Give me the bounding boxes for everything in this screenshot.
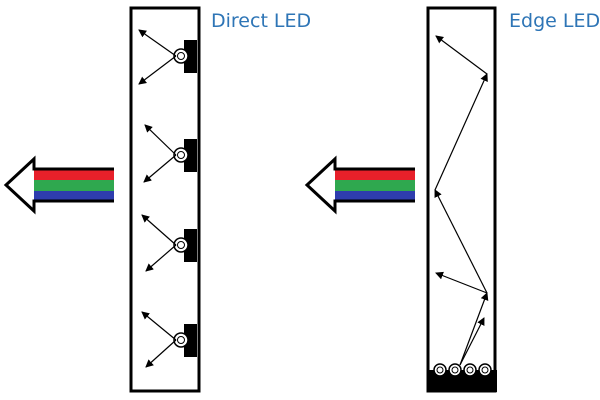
edge-led-strip xyxy=(427,370,497,392)
edge-blue-beam xyxy=(335,191,415,201)
direct-led-2-body xyxy=(184,139,197,172)
direct-led-1-ray-up xyxy=(138,29,177,57)
edge-led-title: Edge LED xyxy=(509,10,600,32)
edge-light-path xyxy=(434,35,489,366)
edge-output-arrow xyxy=(304,155,415,215)
direct-led-3-ray-down xyxy=(145,244,177,272)
edge-led-2-lens xyxy=(448,363,462,377)
edge-green-beam xyxy=(335,180,415,191)
direct-led-1-body xyxy=(184,40,197,73)
direct-led-2-lens xyxy=(173,147,189,163)
direct-led-4-lens xyxy=(173,332,189,348)
edge-ray-1 xyxy=(459,292,489,366)
edge-led-4 xyxy=(478,363,492,377)
edge-arrow-outline xyxy=(304,155,415,215)
direct-arrow-outline xyxy=(3,155,114,215)
edge-led-3 xyxy=(463,363,477,377)
edge-leds xyxy=(427,363,497,392)
direct-leds xyxy=(138,29,197,368)
direct-output-arrow xyxy=(3,155,114,215)
edge-ray-2 xyxy=(434,189,488,294)
direct-led-3-ray-up xyxy=(141,214,177,246)
direct-led-1 xyxy=(138,29,197,85)
edge-panel xyxy=(426,6,497,393)
direct-led-3-lens xyxy=(173,237,189,253)
direct-led-4-body xyxy=(184,324,197,357)
direct-blue-beam xyxy=(34,191,114,201)
direct-led-title: Direct LED xyxy=(211,10,312,32)
direct-red-beam xyxy=(34,169,114,180)
direct-led-1-ray-down xyxy=(138,55,177,85)
edge-ray-4 xyxy=(435,35,488,75)
direct-led-2 xyxy=(143,124,197,183)
edge-led-4-lens xyxy=(478,363,492,377)
direct-led-4-ray-down xyxy=(145,339,177,368)
edge-led-1 xyxy=(433,363,447,377)
direct-led-2-ray-down xyxy=(143,154,177,183)
direct-led-4 xyxy=(141,311,197,368)
direct-green-beam xyxy=(34,180,114,191)
direct-led-1-lens xyxy=(173,48,189,64)
direct-led-3 xyxy=(141,214,197,272)
edge-ray-3 xyxy=(434,73,488,191)
edge-led-3-lens xyxy=(463,363,477,377)
edge-ray-6 xyxy=(435,271,488,294)
direct-led-2-ray-up xyxy=(144,124,177,156)
direct-panel xyxy=(129,6,201,393)
direct-led-4-ray-up xyxy=(141,311,177,341)
edge-led-2 xyxy=(448,363,462,377)
edge-led-1-lens xyxy=(433,363,447,377)
edge-red-beam xyxy=(335,169,415,180)
direct-led-3-body xyxy=(184,229,197,262)
edge-ray-5 xyxy=(459,317,485,366)
